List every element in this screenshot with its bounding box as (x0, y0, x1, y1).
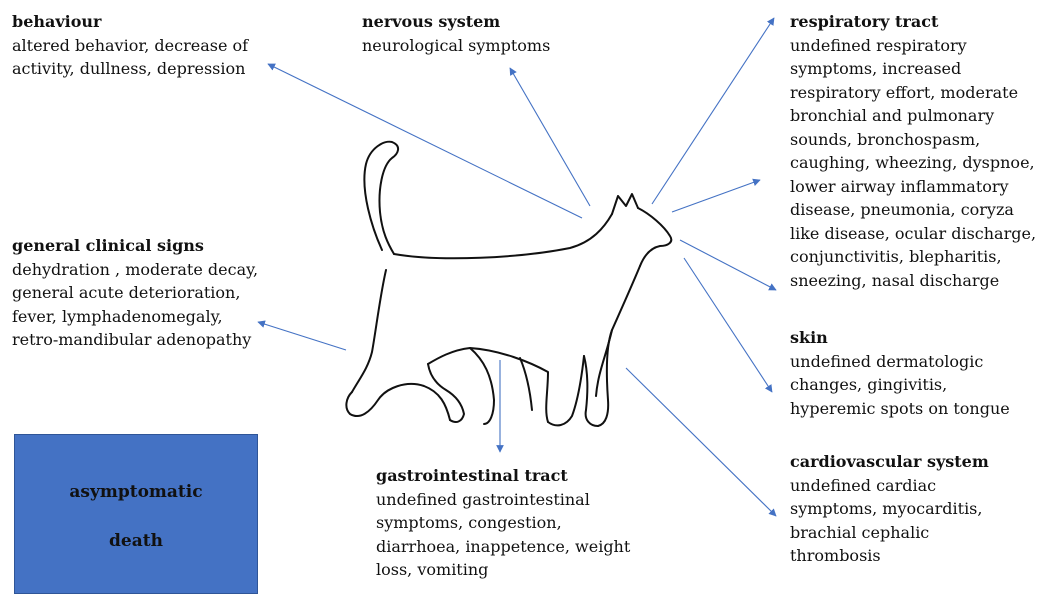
behaviour-text: altered behavior, decrease of activity, … (12, 34, 272, 81)
behaviour-block: behaviour altered behavior, decrease of … (12, 10, 272, 81)
nervous-system-heading: nervous system (362, 10, 582, 34)
arrow-cardio (626, 368, 776, 516)
gastrointestinal-tract-block: gastrointestinal tract undefined gastroi… (376, 464, 636, 582)
respiratory-tract-block: respiratory tract undefined respiratory … (790, 10, 1040, 292)
cardiovascular-system-block: cardiovascular system undefined cardiac … (790, 450, 1040, 568)
nervous-system-text: neurological symptoms (362, 34, 582, 58)
arrow-behaviour (268, 64, 582, 218)
general-clinical-signs-text: dehydration , moderate decay, general ac… (12, 258, 272, 352)
cardiovascular-system-heading: cardiovascular system (790, 450, 1040, 474)
arrows (258, 18, 776, 516)
skin-block: skin undefined dermatologic changes, gin… (790, 326, 1040, 420)
arrow-skin (684, 258, 772, 392)
respiratory-tract-text: undefined respiratory symptoms, increase… (790, 34, 1040, 293)
gastrointestinal-tract-text: undefined gastrointestinal symptoms, con… (376, 488, 636, 582)
arrow-nervous (510, 68, 590, 206)
respiratory-tract-heading: respiratory tract (790, 10, 1040, 34)
behaviour-heading: behaviour (12, 10, 272, 34)
cat-silhouette-icon (346, 142, 671, 426)
death-label: death (15, 531, 257, 551)
skin-heading: skin (790, 326, 1040, 350)
general-clinical-signs-heading: general clinical signs (12, 234, 272, 258)
cardiovascular-system-text: undefined cardiac symptoms, myocarditis,… (790, 474, 1040, 568)
skin-text: undefined dermatologic changes, gingivit… (790, 350, 1040, 421)
arrow-respiratory-1 (652, 18, 774, 204)
asymptomatic-label: asymptomatic (15, 482, 257, 502)
arrow-respiratory-3 (680, 240, 776, 290)
arrow-respiratory-2 (672, 180, 760, 212)
asymptomatic-death-box: asymptomatic death (14, 434, 258, 594)
nervous-system-block: nervous system neurological symptoms (362, 10, 582, 57)
general-clinical-signs-block: general clinical signs dehydration , mod… (12, 234, 272, 352)
gastrointestinal-tract-heading: gastrointestinal tract (376, 464, 636, 488)
